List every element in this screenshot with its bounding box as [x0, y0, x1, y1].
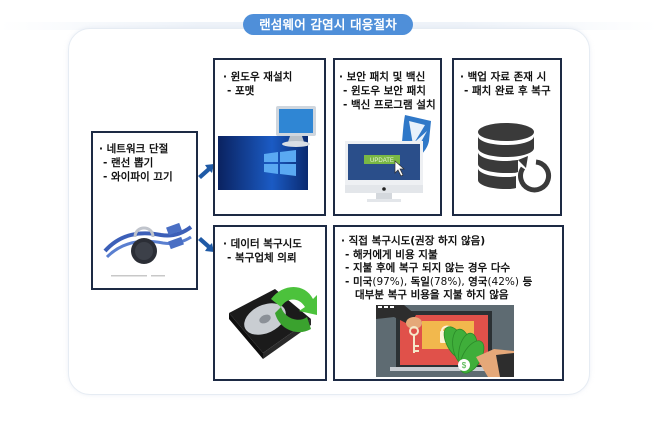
windows-monitor-icon: [218, 106, 316, 190]
step-heading: · 백업 자료 존재 시: [460, 71, 547, 83]
stat-country: 독일: [410, 275, 430, 288]
step-network-disconnect: · 네트워크 단절 - 랜선 뽑기 - 와이파이 끄기: [91, 131, 198, 290]
step-security-patch: · 보안 패치 및 백신 - 윈도우 보안 패치 - 백신 프로그램 설치 UP…: [333, 58, 442, 216]
shield-update-monitor-icon: UPDATE: [345, 115, 431, 202]
step-item: - 포맷: [227, 85, 255, 97]
step-item-stats: - 미국(97%), 독일(78%), 영국(42%) 등: [345, 275, 533, 288]
step-item: - 복구업체 의뢰: [227, 252, 297, 264]
arrow-up-right-icon: [198, 164, 214, 179]
page-title: 랜섬웨어 감염시 대응절차: [243, 14, 413, 35]
step-heading: · 네트워크 단절: [99, 143, 169, 155]
stat-percent: (97%): [372, 275, 404, 288]
svg-text:UPDATE: UPDATE: [370, 158, 394, 164]
network-cable-lock-icon: [103, 222, 193, 277]
step-item: - 백신 프로그램 설치: [343, 99, 436, 111]
step-item: - 패치 완료 후 복구: [464, 85, 551, 97]
step-item: - 랜선 뽑기: [103, 157, 154, 169]
hard-drive-recovery-icon: [229, 287, 317, 359]
step-item: - 윈도우 보안 패치: [343, 85, 426, 97]
step-item: - 와이파이 끄기: [103, 171, 173, 183]
step-data-recovery: · 데이터 복구시도 - 복구업체 의뢰: [213, 225, 327, 381]
step-backup-restore: · 백업 자료 존재 시 - 패치 완료 후 복구: [452, 58, 562, 216]
step-windows-reinstall: · 윈도우 재설치 - 포맷: [213, 58, 326, 216]
step-heading: · 보안 패치 및 백신: [339, 71, 426, 83]
step-item: 대부분 복구 비용을 지불 하지 않음: [355, 289, 509, 301]
step-heading: · 윈도우 재설치: [223, 71, 293, 83]
stat-country: 미국: [353, 275, 373, 288]
step-item: - 지불 후에 복구 되지 않는 경우 다수: [345, 262, 511, 274]
ransom-payment-icon: $: [376, 305, 514, 377]
step-direct-recovery: · 직접 복구시도(권장 하지 않음) - 해커에게 비용 지불 - 지불 후에…: [333, 225, 564, 381]
step-item: - 해커에게 비용 지불: [345, 248, 438, 261]
arrow-down-right-icon: [198, 237, 214, 252]
svg-text:$: $: [462, 361, 467, 370]
step-heading: · 데이터 복구시도: [223, 238, 302, 250]
stat-country: 영국: [468, 275, 488, 288]
stat-percent: (78%): [429, 275, 462, 288]
step-heading: · 직접 복구시도(권장 하지 않음): [341, 235, 486, 247]
database-restore-icon: [478, 123, 552, 193]
stat-percent: (42%): [487, 275, 519, 288]
